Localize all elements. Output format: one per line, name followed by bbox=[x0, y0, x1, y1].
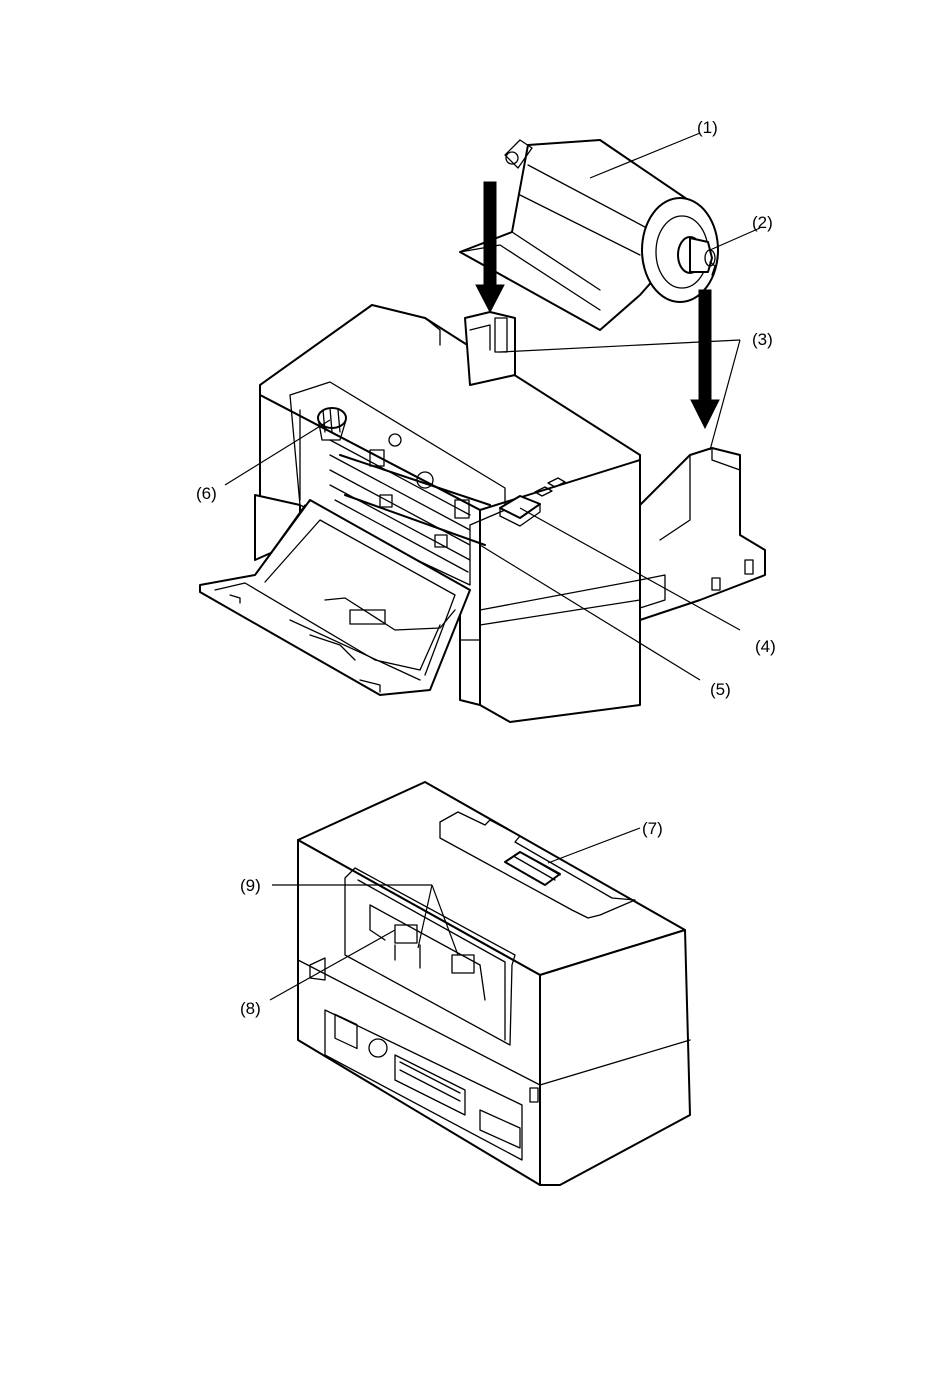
callout-7: (7) bbox=[642, 819, 663, 838]
callout-4: (4) bbox=[755, 637, 776, 656]
roll-holder-rear bbox=[640, 448, 765, 620]
callout-3: (3) bbox=[752, 330, 773, 349]
callout-1: (1) bbox=[697, 118, 718, 137]
callout-2: (2) bbox=[752, 213, 773, 232]
callout-6: (6) bbox=[196, 484, 217, 503]
callout-9: (9) bbox=[240, 876, 261, 895]
label-roll bbox=[460, 140, 718, 330]
callout-8: (8) bbox=[240, 999, 261, 1018]
callout-5: (5) bbox=[710, 680, 731, 699]
rear-view-figure: (7) (9) (8) bbox=[240, 782, 690, 1185]
front-view-figure: (1) (2) (3) (4) (5) (6) bbox=[196, 118, 776, 722]
